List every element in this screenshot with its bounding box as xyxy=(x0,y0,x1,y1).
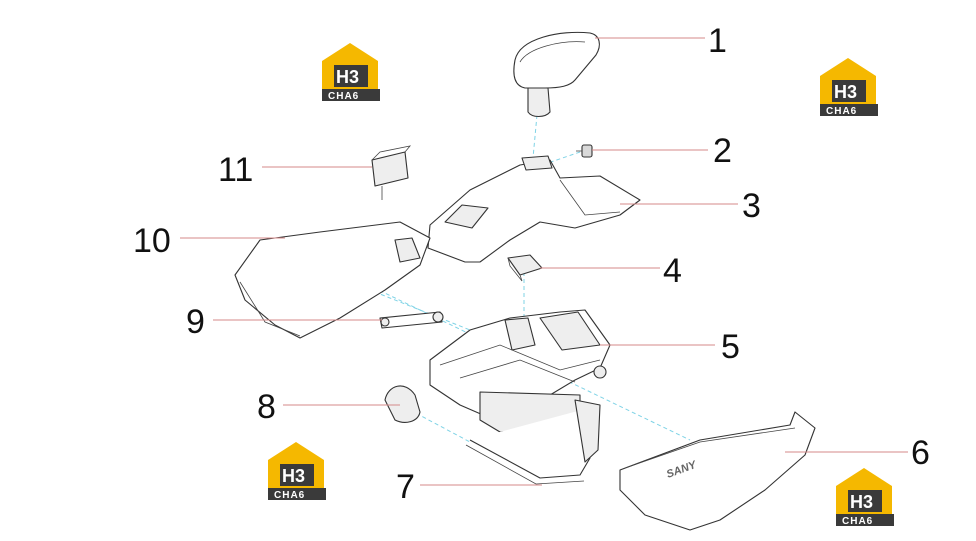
part-7-linkage-rod xyxy=(465,399,601,485)
svg-text:CHA6: CHA6 xyxy=(328,91,359,102)
svg-text:CHA6: CHA6 xyxy=(842,516,873,527)
svg-text:CHA6: CHA6 xyxy=(274,490,305,501)
part-3-upper-cover xyxy=(427,155,641,263)
callout-10: 10 xyxy=(133,222,171,260)
callout-9: 9 xyxy=(186,303,205,341)
svg-text:CHA6: CHA6 xyxy=(826,106,857,117)
callout-numbers: 1 2 3 4 5 6 7 8 9 10 11 xyxy=(133,22,930,506)
part-4-bracket xyxy=(507,254,543,282)
part-9-gas-spring xyxy=(379,311,444,329)
watermark-logo: H3 CHA6 xyxy=(322,43,380,102)
svg-text:H3: H3 xyxy=(850,492,873,512)
part-1-armrest-pad xyxy=(513,31,600,118)
svg-text:H3: H3 xyxy=(282,466,305,486)
callout-3: 3 xyxy=(742,187,761,225)
callout-6: 6 xyxy=(911,434,930,472)
callout-8: 8 xyxy=(257,388,276,426)
part-11-switch-block xyxy=(371,145,412,200)
callout-5: 5 xyxy=(721,328,740,366)
callout-11: 11 xyxy=(218,151,253,189)
svg-text:H3: H3 xyxy=(834,82,857,102)
part-2-fastener xyxy=(576,144,593,158)
part-6-right-cover: SANY xyxy=(619,411,816,531)
callout-1: 1 xyxy=(708,22,727,60)
part-8-knob-cap xyxy=(384,385,421,423)
svg-text:H3: H3 xyxy=(336,67,359,87)
callout-7: 7 xyxy=(396,468,415,506)
watermark-logo: H3 CHA6 xyxy=(836,468,894,527)
callout-4: 4 xyxy=(663,252,682,290)
watermark-logo: H3 CHA6 xyxy=(820,58,878,117)
part-10-left-cover xyxy=(234,221,431,339)
callout-2: 2 xyxy=(713,132,732,170)
watermark-logo: H3 CHA6 xyxy=(268,442,326,501)
leader-lines xyxy=(180,37,908,486)
